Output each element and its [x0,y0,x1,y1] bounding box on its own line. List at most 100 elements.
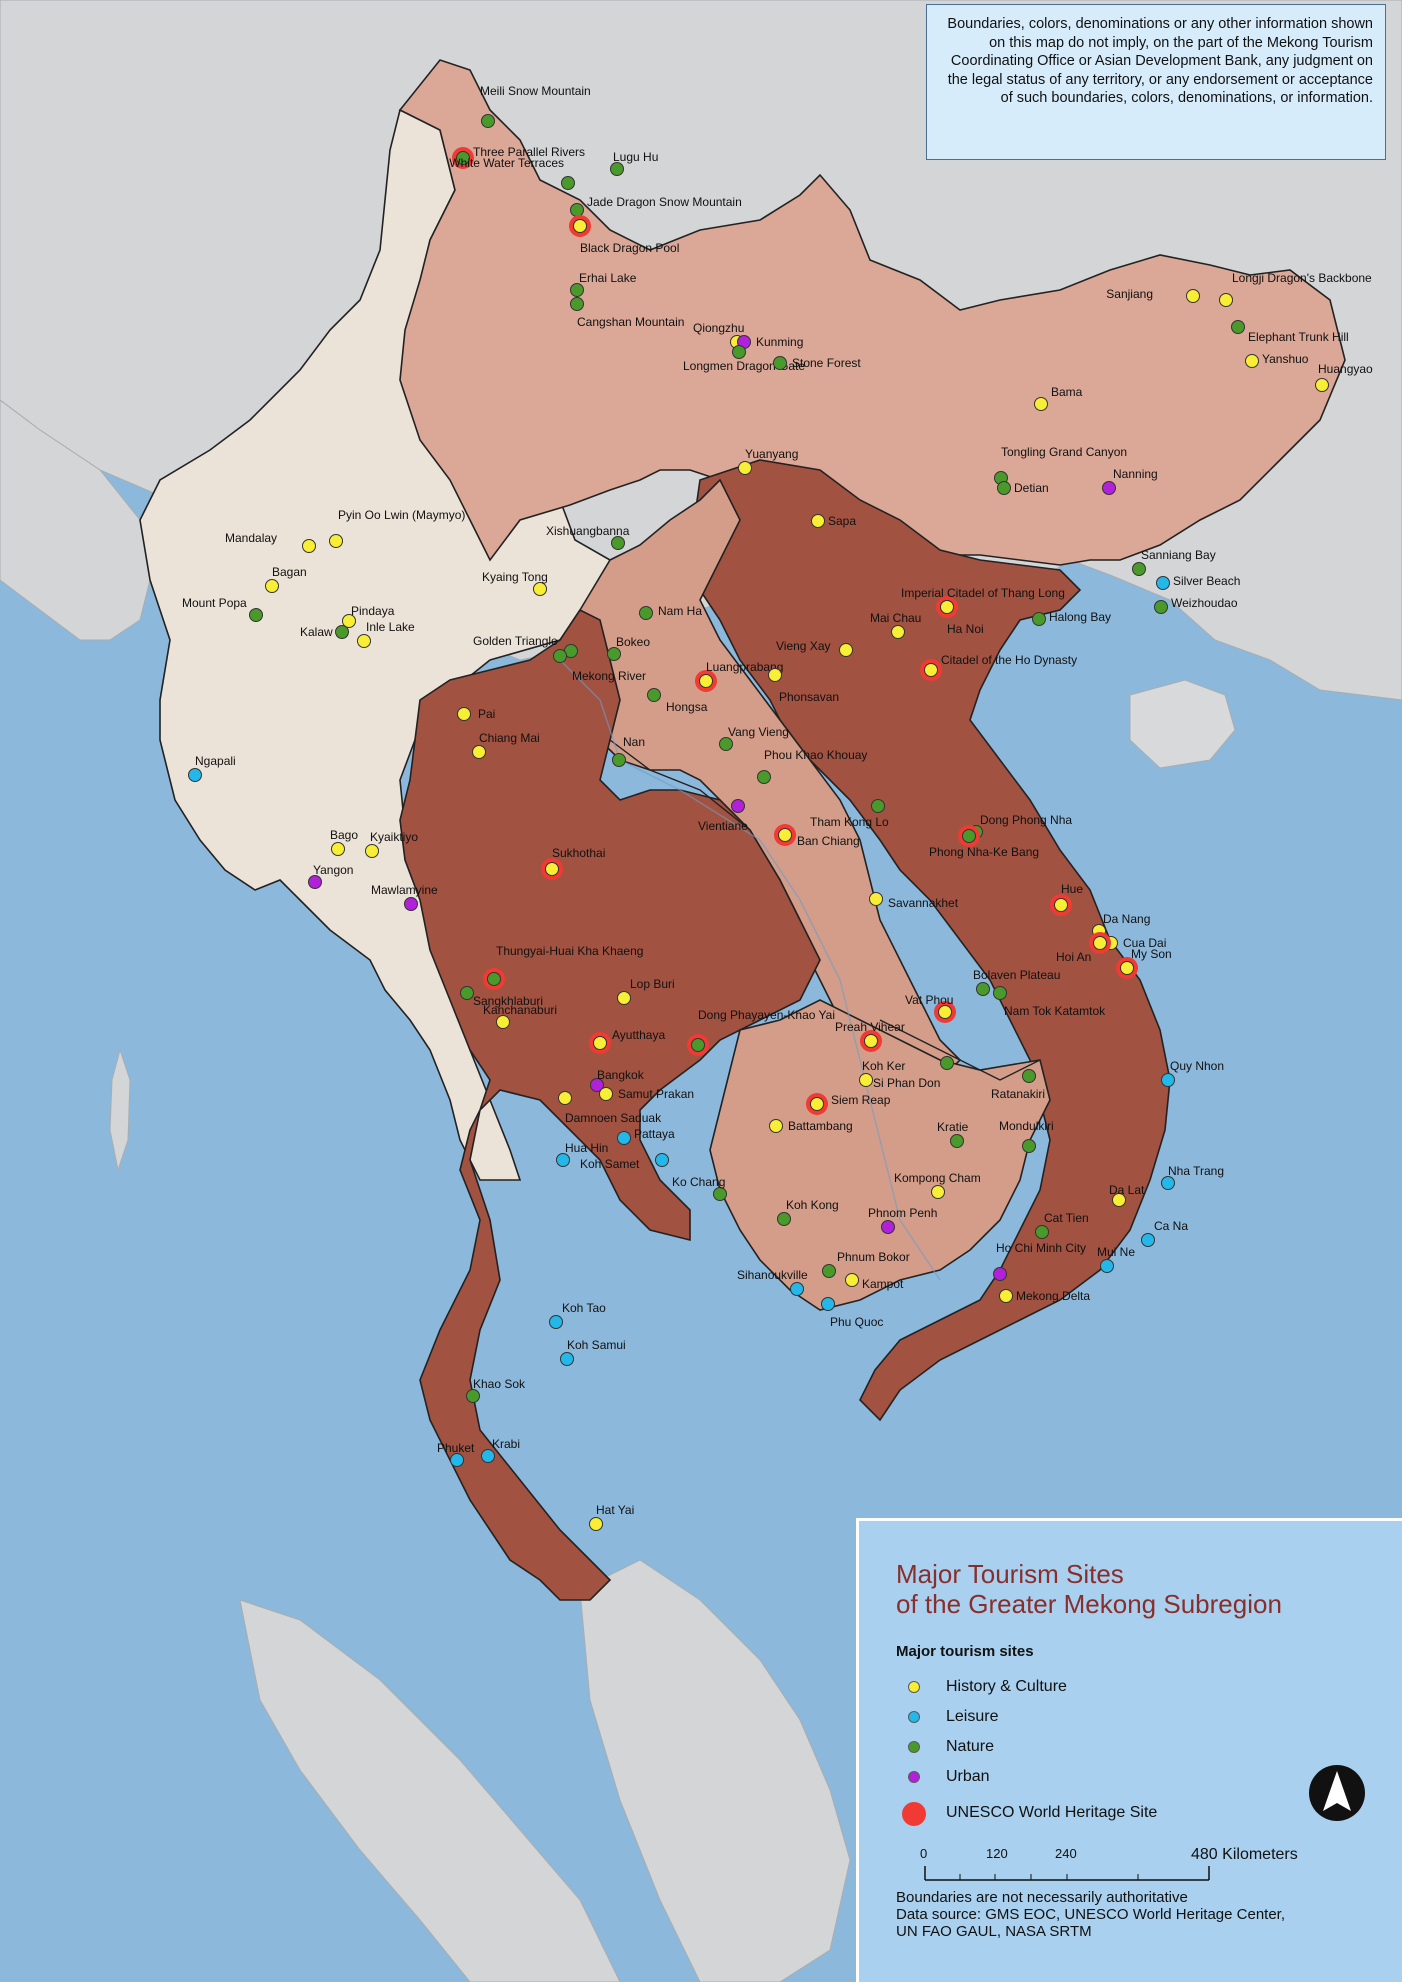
site-luangprabang[interactable]: Luangprabang [695,660,783,692]
site-samut-prakan[interactable]: Samut Prakan [599,1087,695,1101]
site-khao-sok[interactable]: Khao Sok [466,1377,527,1403]
site-mekong-delta[interactable]: Mekong Delta [999,1289,1091,1303]
site-mount-popa[interactable]: Mount Popa [182,596,263,622]
site-yangon[interactable]: Yangon [308,863,354,889]
site-meili-snow-mountain[interactable]: Meili Snow Mountain [480,84,591,128]
site-yuanyang[interactable]: Yuanyang [738,447,799,475]
site-phonsavan[interactable]: Phonsavan [768,668,840,705]
site-bokeo[interactable]: Bokeo [607,635,651,661]
site-mui-ne[interactable]: Mui Ne [1097,1245,1135,1273]
site-lugu-hu[interactable]: Lugu Hu [610,150,659,176]
site-detian[interactable]: Detian [997,481,1049,495]
site-stone-forest[interactable]: Stone Forest [773,356,862,370]
site-huangyao[interactable]: Huangyao [1315,362,1374,392]
site-sanjiang[interactable]: Sanjiang [1106,287,1200,303]
site-koh-samui[interactable]: Koh Samui [560,1338,626,1366]
site-black-dragon-pool[interactable]: Black Dragon Pool [569,215,679,255]
site-jade-dragon-snow-mountain[interactable]: Jade Dragon Snow Mountain [570,195,742,217]
site-mawlamyine[interactable]: Mawlamyine [371,883,438,911]
site-sapa[interactable]: Sapa [811,514,857,528]
site-ho-chi-minh-city[interactable]: Ho Chi Minh City [993,1241,1087,1281]
site-bolaven-plateau[interactable]: Bolaven Plateau [973,968,1060,996]
site-bago[interactable]: Bago [330,828,358,856]
site-white-water-terraces[interactable]: White Water Terraces [449,156,575,190]
site-tongling-grand-canyon[interactable]: Tongling Grand Canyon [994,445,1128,485]
site-cat-tien[interactable]: Cat Tien [1035,1211,1089,1239]
site-pai[interactable]: Pai [457,707,496,721]
site-pindaya[interactable]: Pindaya [342,604,395,628]
site-halong-bay[interactable]: Halong Bay [1032,610,1112,626]
site-chiang-mai[interactable]: Chiang Mai [472,731,540,759]
site-phu-quoc[interactable]: Phu Quoc [821,1297,884,1330]
site-da-lat[interactable]: Da Lat [1109,1183,1145,1207]
site-pyin-oo-lwin-maymyo[interactable]: Pyin Oo Lwin (Maymyo) [329,508,466,548]
site-preah-vihear[interactable]: Preah Vihear [835,1020,905,1052]
site-sangkhlaburi[interactable]: Sangkhlaburi [460,986,544,1009]
site-kyaiktiyo[interactable]: Kyaiktiyo [365,830,419,858]
site-koh-tao[interactable]: Koh Tao [549,1301,607,1329]
site-hat-yai[interactable]: Hat Yai [589,1503,635,1531]
site-sanniang-bay[interactable]: Sanniang Bay [1132,548,1216,576]
site-hue[interactable]: Hue [1050,882,1083,916]
site-weizhoudao[interactable]: Weizhoudao [1154,596,1238,614]
site-nan[interactable]: Nan [612,735,646,767]
site-my-son[interactable]: My Son [1116,947,1172,979]
site-phuket[interactable]: Phuket [437,1441,475,1467]
site-vang-vieng[interactable]: Vang Vieng [719,725,789,751]
site-bagan[interactable]: Bagan [265,565,307,593]
site-pattaya[interactable]: Pattaya [617,1127,676,1145]
site-koh-ker[interactable]: Koh Ker [859,1059,906,1087]
site-vieng-xay[interactable]: Vieng Xay [776,639,853,657]
site-mai-chau[interactable]: Mai Chau [870,611,921,639]
site-krabi[interactable]: Krabi [481,1437,521,1463]
site-quy-nhon[interactable]: Quy Nhon [1161,1059,1225,1087]
site-erhai-lake[interactable]: Erhai Lake [570,271,637,297]
site-kratie[interactable]: Kratie [937,1120,969,1148]
site-phou-khao-khouay[interactable]: Phou Khao Khouay [757,748,868,784]
site-koh-samet[interactable]: Koh Samet [580,1153,669,1172]
site-ngapali[interactable]: Ngapali [188,754,236,782]
site-ko-chang[interactable]: Ko Chang [672,1175,727,1201]
site-vat-phou[interactable]: Vat Phou [905,993,956,1023]
site-kunming[interactable]: Kunming [737,335,804,349]
site-battambang[interactable]: Battambang [769,1119,853,1133]
site-dong-phayayen-khao-yai[interactable]: Dong Phayayen-Khao Yai [687,1008,835,1056]
site-xishuangbanna[interactable]: Xishuangbanna [546,524,630,550]
site-koh-kong[interactable]: Koh Kong [777,1198,839,1226]
site-ratanakiri[interactable]: Ratanakiri [991,1069,1045,1102]
site-nanning[interactable]: Nanning [1102,467,1158,495]
site-nam-tok-katamtok[interactable]: Nam Tok Katamtok [993,986,1107,1019]
site-bangkok[interactable]: Bangkok [590,1068,645,1092]
site-golden-triangle[interactable]: Golden Triangle [473,634,578,658]
site-phong-nha-ke-bang[interactable]: Phong Nha-Ke Bang [929,825,1039,859]
site-three-parallel-rivers[interactable]: Three Parallel Rivers [452,145,585,169]
site-cangshan-mountain[interactable]: Cangshan Mountain [570,297,685,330]
site-hoi-an[interactable]: Hoi An [1056,932,1111,964]
site-kyaing-tong[interactable]: Kyaing Tong [482,570,548,596]
site-yanshuo[interactable]: Yanshuo [1245,352,1309,368]
site-ha-noi[interactable]: Ha Noi [940,600,984,637]
site-kalaw[interactable]: Kalaw [300,625,349,639]
site-elephant-trunk-hill[interactable]: Elephant Trunk Hill [1231,320,1349,345]
site-si-phan-don[interactable]: Si Phan Don [873,1056,954,1091]
site-sihanoukville[interactable]: Sihanoukville [737,1268,808,1296]
site-bama[interactable]: Bama [1034,385,1083,411]
site-ca-na[interactable]: Ca Na [1141,1219,1189,1247]
site-savannakhet[interactable]: Savannakhet [869,892,959,911]
site-phnum-bokor[interactable]: Phnum Bokor [822,1250,910,1278]
site-inle-lake[interactable]: Inle Lake [357,620,416,648]
site-nha-trang[interactable]: Nha Trang [1161,1164,1225,1190]
site-sukhothai[interactable]: Sukhothai [541,846,605,880]
site-citadel-of-the-ho-dynasty[interactable]: Citadel of the Ho Dynasty [920,653,1077,681]
site-phnom-penh[interactable]: Phnom Penh [868,1206,937,1234]
site-mandalay[interactable]: Mandalay [225,531,316,553]
site-mondulkiri[interactable]: Mondulkiri [999,1119,1054,1153]
site-siem-reap[interactable]: Siem Reap [806,1093,891,1115]
site-kompong-cham[interactable]: Kompong Cham [894,1171,981,1199]
site-ban-chiang[interactable]: Ban Chiang [774,824,860,848]
site-ayutthaya[interactable]: Ayutthaya [589,1028,665,1054]
site-hua-hin[interactable]: Hua Hin [556,1141,609,1167]
site-mekong-river[interactable]: Mekong River [553,649,647,684]
site-nam-ha[interactable]: Nam Ha [639,604,703,620]
site-kampot[interactable]: Kampot [845,1273,905,1292]
